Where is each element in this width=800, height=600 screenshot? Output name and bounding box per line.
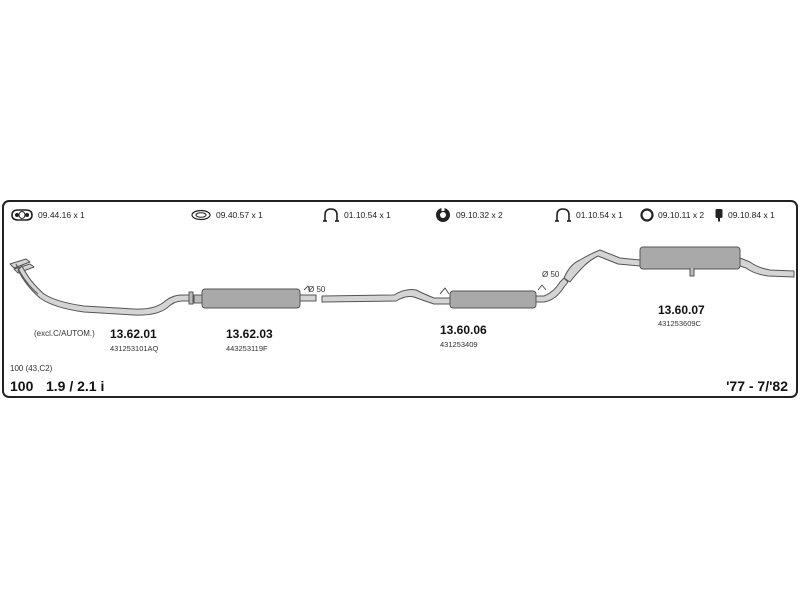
hardware-item: 09.40.57 x 1 [190,207,263,223]
hardware-code: 09.10.32 x 2 [456,210,503,220]
pipe-clamp-icon [554,207,572,223]
ring-gasket-icon [190,208,212,222]
rubber-mount-icon [434,207,452,223]
diameter-label: Ø 50 [308,285,326,294]
oem-number: 431253101AQ [110,344,159,353]
vehicle-years: '77 - 7/'82 [726,378,788,394]
rear-silencer [563,246,795,283]
hardware-code: 01.10.54 x 1 [344,210,391,220]
hardware-item: 09.10.11 x 2 [640,207,704,223]
hardware-code: 09.40.57 x 1 [216,210,263,220]
vehicle-variant: 100 (43,C2) [10,364,53,373]
hanger-icon [714,208,724,222]
gasket-flange-icon [10,208,34,222]
diagram-frame: 09.44.16 x 1 09.40.57 x 1 01.10.54 x 1 0… [2,200,798,398]
front-silencer [193,285,317,309]
vehicle-model: 100 [10,378,34,394]
vehicle-engine: 1.9 / 2.1 i [46,378,105,394]
part-number: 13.62.01 [110,327,157,341]
hardware-item: 01.10.54 x 1 [322,207,391,223]
oem-number: 443253119F [226,344,268,353]
pipe-clamp-icon [322,207,340,223]
oem-number: 431253409 [440,340,478,349]
oem-number: 431253609C [658,319,701,328]
part-note: (excl.C/AUTOM.) [34,329,95,338]
part-number: 13.60.06 [440,323,487,337]
rubber-ring-icon [640,208,654,222]
hardware-item: 09.10.84 x 1 [714,207,775,223]
hardware-item: 09.44.16 x 1 [10,207,85,223]
hardware-item: 01.10.54 x 1 [554,207,623,223]
hardware-code: 01.10.54 x 1 [576,210,623,220]
hardware-item: 09.10.32 x 2 [434,207,503,223]
exhaust-system-drawing [9,246,795,316]
diameter-label: Ø 50 [542,270,560,279]
front-pipe [9,258,194,316]
hardware-code: 09.10.84 x 1 [728,210,775,220]
hardware-code: 09.44.16 x 1 [38,210,85,220]
middle-silencer [321,277,569,309]
part-number: 13.62.03 [226,327,273,341]
hardware-code: 09.10.11 x 2 [658,210,705,220]
part-number: 13.60.07 [658,303,705,317]
